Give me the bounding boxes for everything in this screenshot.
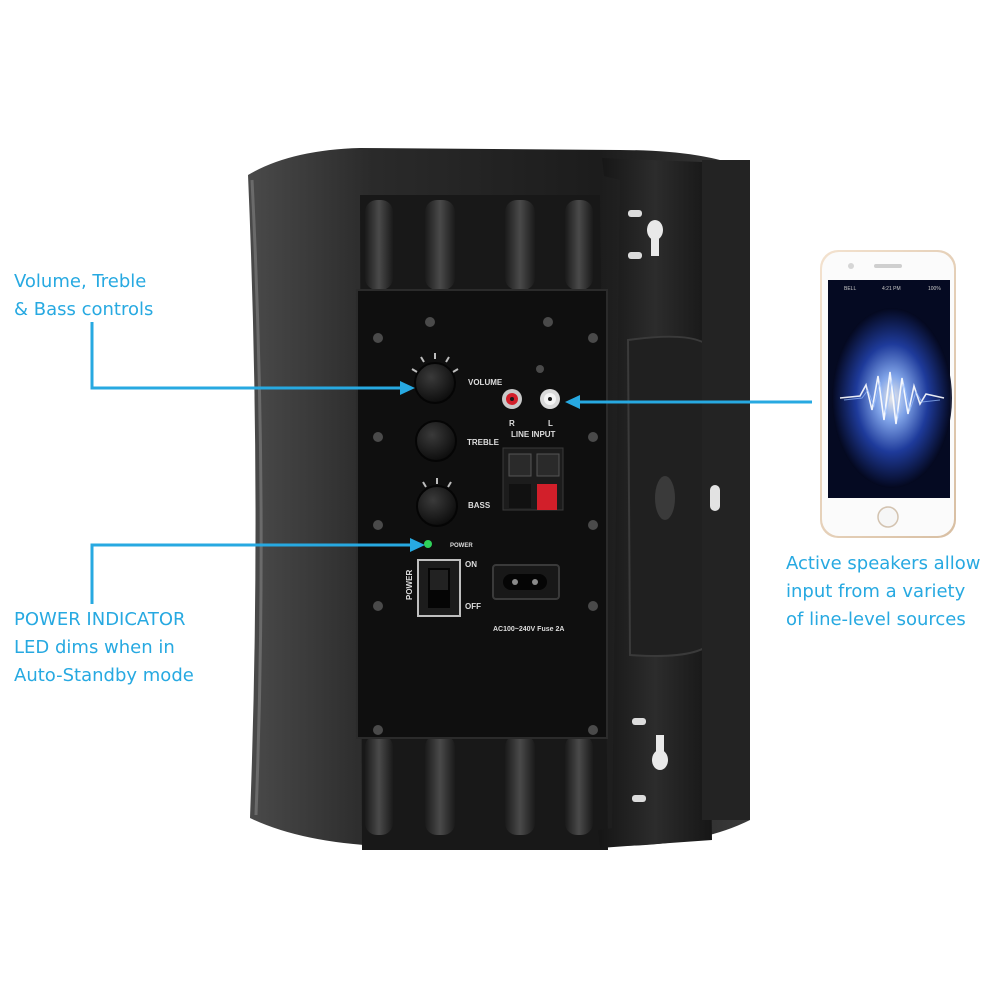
callout-line-input: Active speakers allow input from a varie… — [786, 550, 980, 634]
status-battery: 100% — [928, 286, 941, 292]
controls-leader — [90, 322, 400, 390]
control-panel: VOLUME TREBLE BASS POWER R L — [356, 289, 608, 739]
power-led — [424, 540, 432, 548]
rca-jack-right[interactable] — [502, 389, 522, 409]
cabinet-ribs — [365, 200, 593, 835]
power-leader — [90, 543, 410, 604]
sound-wave-reflection — [843, 379, 941, 419]
line-input-label: LINE INPUT — [511, 430, 556, 439]
callout-controls-line2: & Bass controls — [14, 299, 154, 320]
power-led-label: POWER — [450, 543, 473, 549]
ac-power-inlet[interactable] — [492, 564, 560, 600]
bass-label: BASS — [468, 501, 491, 510]
treble-knob[interactable] — [415, 420, 457, 462]
callout-phone-line1: Active speakers allow — [786, 553, 981, 574]
callout-power-line1: POWER INDICATOR — [14, 609, 186, 630]
volume-label: VOLUME — [468, 378, 503, 387]
camera-dot — [848, 263, 854, 269]
rca-jack-left[interactable] — [540, 389, 560, 409]
switch-label: POWER — [405, 570, 414, 600]
callout-power-line2: LED dims when in — [14, 637, 175, 658]
callout-controls-line1: Volume, Treble — [14, 271, 147, 292]
callout-power-line3: Auto-Standby mode — [14, 665, 194, 686]
mounting-bracket — [598, 158, 750, 848]
treble-label: TREBLE — [467, 438, 500, 447]
switch-off-label: OFF — [465, 602, 481, 611]
callout-phone-line2: input from a variety — [786, 581, 966, 602]
home-button[interactable] — [877, 506, 899, 528]
rca-left-label: L — [548, 419, 553, 428]
callout-controls: Volume, Treble & Bass controls — [14, 268, 153, 324]
callout-leaders — [90, 322, 812, 604]
smartphone: BELL 4:21 PM 100% — [820, 250, 956, 538]
status-time: 4:21 PM — [882, 286, 901, 292]
ac-rating-label: AC100~240V Fuse 2A — [493, 626, 564, 633]
volume-knob[interactable] — [411, 353, 459, 404]
power-switch[interactable] — [417, 559, 461, 617]
speaker-terminals[interactable] — [502, 447, 564, 511]
rca-right-label: R — [509, 419, 515, 428]
status-carrier: BELL — [844, 286, 856, 292]
callout-power-indicator: POWER INDICATOR LED dims when in Auto-St… — [14, 606, 194, 690]
bass-knob[interactable] — [416, 478, 458, 527]
sound-wave — [839, 371, 945, 425]
switch-on-label: ON — [465, 560, 477, 569]
callout-phone-line3: of line-level sources — [786, 609, 966, 630]
speaker-grille — [874, 264, 902, 268]
